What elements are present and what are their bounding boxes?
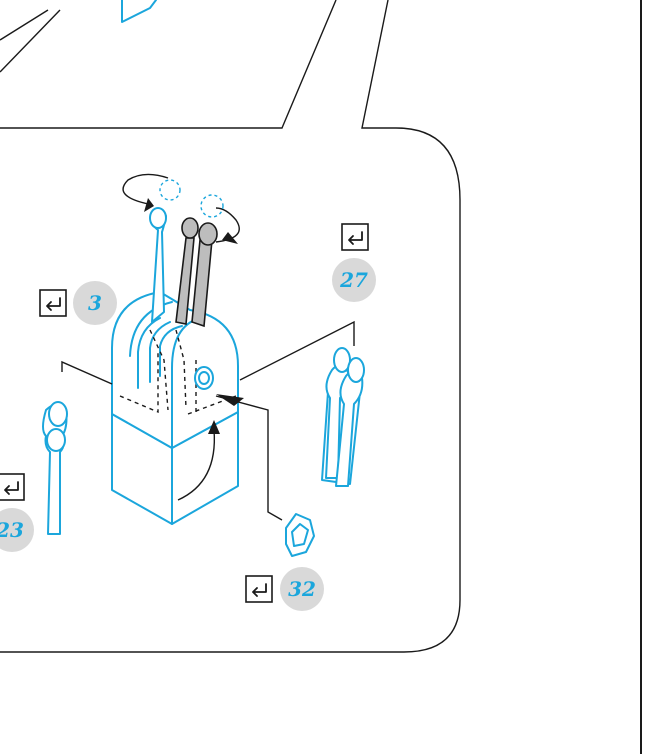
step-marker-23: 23 [0, 474, 34, 552]
check-box-icon [40, 290, 66, 316]
step-marker-27: 27 [332, 224, 376, 302]
rotate-arrow-icon [123, 174, 239, 244]
lever-grey-pair [176, 218, 217, 326]
step-marker-32: 32 [246, 567, 324, 611]
callout-frame [0, 0, 460, 652]
top-callout-remnant [0, 0, 156, 72]
step-marker-3: 3 [40, 281, 117, 325]
part-lever-pair [240, 322, 364, 486]
part-lever-single [43, 362, 112, 534]
step-number: 27 [339, 268, 368, 292]
control-box [112, 292, 238, 524]
check-box-icon [246, 576, 272, 602]
step-number: 23 [0, 518, 24, 542]
step-number: 32 [288, 577, 316, 601]
check-box-icon [342, 224, 368, 250]
step-number: 3 [88, 291, 102, 315]
lever-blue [150, 208, 166, 322]
check-box-icon [0, 474, 24, 500]
